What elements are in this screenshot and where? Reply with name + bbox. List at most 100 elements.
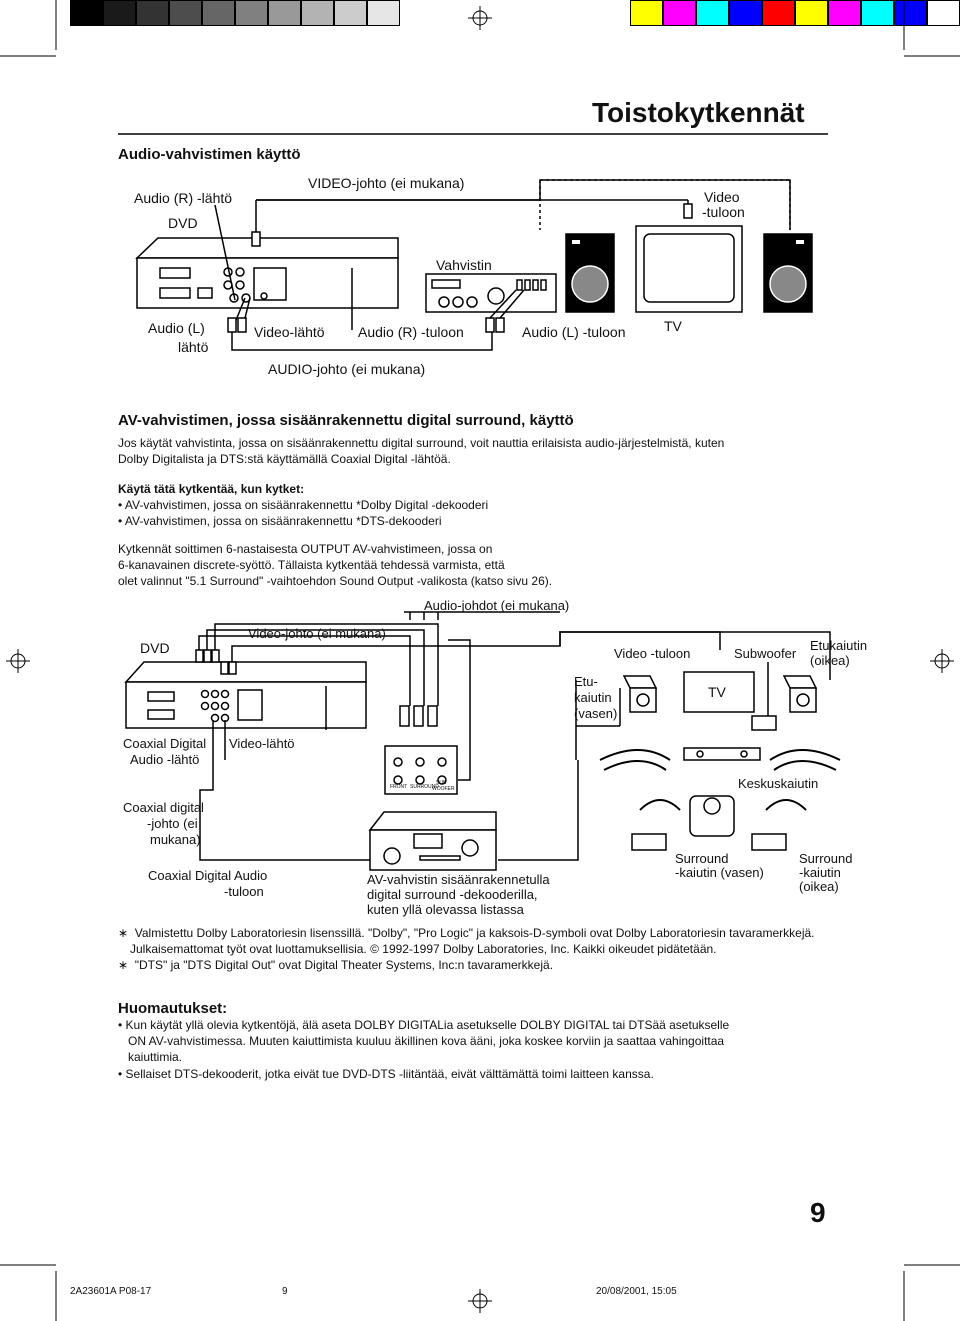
trademark-1: ∗ Valmistettu Dolby Laboratoriesin lisen… [118, 926, 815, 940]
color-swatch [828, 0, 861, 26]
color-swatch [729, 0, 762, 26]
note-bullet-2: • Sellaiset DTS-dekooderit, jotka eivät … [118, 1067, 654, 1081]
label-front-left-3: (vasen) [574, 706, 618, 721]
label-coax-cable-2: -johto (ei [147, 816, 198, 831]
color-swatch [202, 0, 235, 26]
label-audio-l-out-2: lähtö [178, 339, 209, 355]
conn-text-3: olet valinnut "5.1 Surround" -vaihtoehdo… [118, 574, 553, 588]
bullet-dolby-text: AV-vahvistimen, jossa on sisäänrakennett… [124, 498, 489, 512]
notes-heading: Huomautukset: [118, 1000, 228, 1017]
note-1-line-1: Kun käytät yllä olevia kytkentöjä, älä a… [125, 1018, 730, 1032]
trademark-2: Julkaisemattomat työt ovat luottamuksell… [130, 942, 717, 956]
label-audio-l-out-1: Audio (L) [148, 320, 205, 336]
label-video-in-2b: Video -tuloon [614, 646, 691, 661]
color-swatch [894, 0, 927, 26]
trademark-3-text: "DTS" ja "DTS Digital Out" ovat Digital … [134, 958, 554, 972]
center-speaker [683, 747, 761, 761]
registration-mark-top [468, 6, 492, 30]
label-av-amp-1: AV-vahvistin sisäänrakennetulla [367, 872, 550, 887]
diagram-audio-amplifier [135, 179, 813, 351]
bullet-dts: • AV-vahvistimen, jossa on sisäänrakenne… [118, 514, 442, 528]
label-video-in-1: Video [704, 189, 740, 205]
color-swatch [795, 0, 828, 26]
bullet-dolby: • AV-vahvistimen, jossa on sisäänrakenne… [118, 498, 489, 512]
use-heading: Käytä tätä kytkentää, kun kytket: [118, 482, 305, 496]
page-number: 9 [810, 1197, 826, 1228]
label-coax-cable-1: Coaxial digital [123, 800, 204, 815]
color-swatch [301, 0, 334, 26]
label-front-right-2: (oikea) [810, 653, 850, 668]
label-audio-r-out: Audio (R) -lähtö [134, 190, 233, 206]
registration-mark-bottom [468, 1289, 492, 1313]
footer-right: 20/08/2001, 15:05 [596, 1286, 677, 1297]
subwoofer [751, 715, 777, 731]
tv-set [635, 225, 743, 313]
front-left-speaker [622, 675, 658, 713]
listener [689, 795, 735, 837]
note-1-line-3: kaiuttimia. [128, 1050, 183, 1064]
amplifier [425, 273, 557, 313]
color-swatch [70, 0, 103, 26]
color-swatch [169, 0, 202, 26]
panel-front-label: FRONT [390, 784, 408, 790]
label-video-in-2: -tuloon [702, 204, 745, 220]
trademark-1-text: Valmistettu Dolby Laboratoriesin lisenss… [134, 926, 815, 940]
label-audio-cables: Audio-johdot (ei mukana) [424, 598, 570, 613]
color-swatch [762, 0, 795, 26]
label-coax-in-1: Coaxial Digital Audio [148, 868, 268, 883]
panel-surround-label: SURROUND [410, 784, 439, 790]
color-swatch [235, 0, 268, 26]
label-surround-left-1: Surround [675, 851, 729, 866]
footer-center: 9 [282, 1286, 288, 1297]
label-dvd: DVD [168, 215, 198, 231]
panel-woofer-label: WOOFER [432, 786, 455, 792]
color-swatch [630, 0, 663, 26]
page-title: Toistokytkennät [592, 97, 805, 128]
label-video-out: Video-lähtö [254, 324, 325, 340]
label-audio-r-in: Audio (R) -tuloon [358, 324, 464, 340]
color-swatch [136, 0, 169, 26]
label-coax-out-2: Audio -lähtö [130, 752, 200, 767]
color-swatch [103, 0, 136, 26]
dvd-player [135, 237, 399, 309]
color-swatch [696, 0, 729, 26]
color-swatch [663, 0, 696, 26]
note-1-line-2: ON AV-vahvistimessa. Muuten kaiuttimista… [128, 1034, 725, 1048]
footer-left: 2A23601A P08-17 [70, 1286, 152, 1297]
label-video-out-2: Video-lähtö [229, 736, 295, 751]
label-surround-right-1: Surround [799, 851, 853, 866]
conn-text-2: 6-kanavainen discrete-syöttö. Tällaista … [118, 558, 505, 572]
amp-back-panel [384, 745, 458, 795]
color-swatch [861, 0, 894, 26]
label-video-cable-2: Video-johto (ei mukana) [248, 626, 386, 641]
label-video-cable: VIDEO-johto (ei mukana) [308, 175, 465, 191]
color-swatch [927, 0, 960, 26]
label-front-left-2: kaiutin [574, 690, 612, 705]
label-tv-2: TV [708, 684, 726, 700]
label-av-amp-2: digital surround -dekooderilla, [367, 887, 538, 902]
intro-text-1: Jos käytät vahvistinta, jossa on sisäänr… [118, 436, 725, 450]
label-front-right-1: Etukaiutin [810, 638, 868, 653]
section-heading-av-amp: AV-vahvistimen, jossa sisäänrakennettu d… [118, 412, 574, 429]
speaker-left [565, 233, 615, 313]
label-surround-left-2: -kaiutin (vasen) [675, 865, 764, 880]
tv-set-2 [683, 671, 755, 713]
calibration-bar-left [70, 0, 400, 26]
diagram-av-amplifier [124, 611, 841, 871]
av-amplifier [368, 811, 497, 871]
dvd-player-2 [124, 661, 367, 729]
label-av-amp-3: kuten yllä olevassa listassa [367, 902, 524, 917]
note-2-text: Sellaiset DTS-dekooderit, jotka eivät tu… [125, 1067, 654, 1081]
label-surround-right-3: (oikea) [799, 879, 839, 894]
color-swatch [268, 0, 301, 26]
registration-mark-right [930, 649, 954, 673]
label-audio-cable: AUDIO-johto (ei mukana) [268, 361, 426, 377]
calibration-bar-right [630, 0, 960, 26]
label-surround-right-2: -kaiutin [799, 865, 841, 880]
bullet-dts-text: AV-vahvistimen, jossa on sisäänrakennett… [124, 514, 442, 528]
label-subwoofer: Subwoofer [734, 646, 797, 661]
color-swatch [367, 0, 400, 26]
panel-sub-label: SUB [436, 780, 447, 786]
surround-left-speaker [631, 833, 667, 851]
